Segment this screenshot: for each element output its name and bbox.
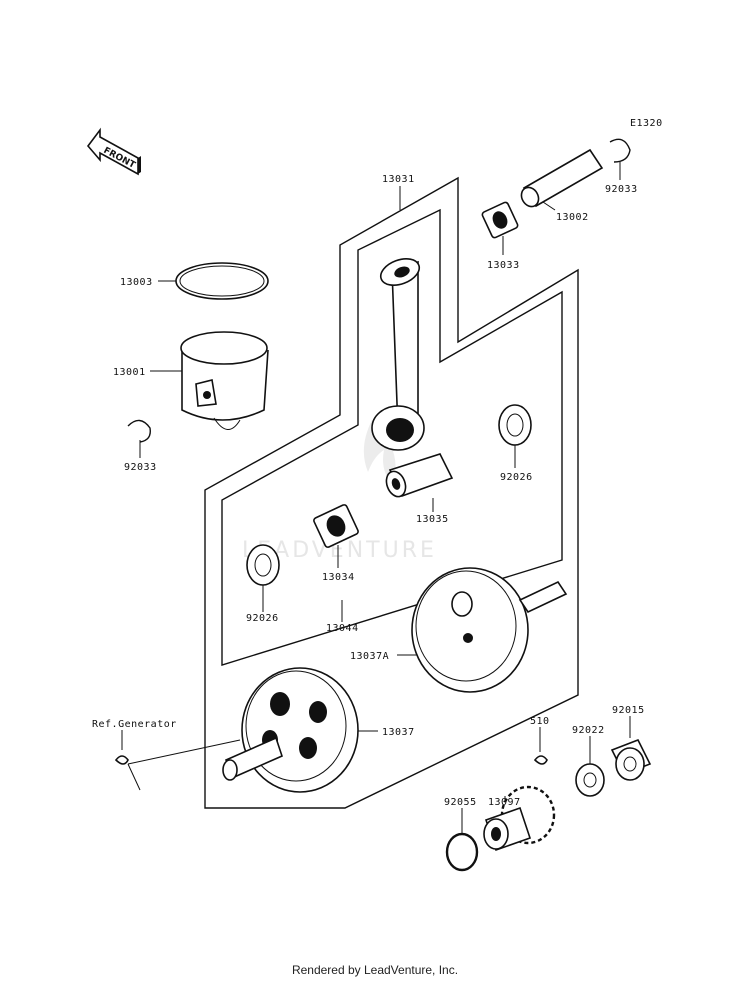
label-92022: 92022 bbox=[572, 725, 605, 736]
piston-13001 bbox=[180, 331, 269, 430]
label-ref-generator: Ref.Generator bbox=[92, 719, 177, 730]
label-13033: 13033 bbox=[487, 260, 520, 271]
gear-13097 bbox=[483, 785, 556, 852]
label-92033-left: 92033 bbox=[124, 462, 157, 473]
label-13044: 13044 bbox=[326, 623, 359, 634]
label-92026-right: 92026 bbox=[500, 472, 533, 483]
label-13037: 13037 bbox=[382, 727, 415, 738]
label-13003: 13003 bbox=[120, 277, 153, 288]
label-92033-right: 92033 bbox=[605, 184, 638, 195]
label-13035: 13035 bbox=[416, 514, 449, 525]
label-13037A: 13037A bbox=[350, 651, 389, 662]
label-13097: 13097 bbox=[488, 797, 521, 808]
circlip-92033-left bbox=[127, 419, 151, 443]
connecting-rod-13031 bbox=[371, 258, 425, 451]
label-13002: 13002 bbox=[556, 212, 589, 223]
o-ring-92055 bbox=[445, 832, 479, 872]
thrust-washer-92026-right bbox=[498, 404, 532, 446]
key-ref-generator bbox=[114, 755, 129, 765]
needle-bearing-13033 bbox=[481, 201, 519, 239]
label-13031: 13031 bbox=[382, 174, 415, 185]
label-92055: 92055 bbox=[444, 797, 477, 808]
collar-92022 bbox=[575, 763, 605, 797]
piston-ring-13003 bbox=[175, 262, 269, 300]
label-92026-left: 92026 bbox=[246, 613, 279, 624]
label-13001: 13001 bbox=[113, 367, 146, 378]
assembly-outline-13044 bbox=[221, 208, 563, 666]
label-13034: 13034 bbox=[322, 572, 355, 583]
key-510 bbox=[533, 755, 548, 765]
front-arrow-icon: FRONT bbox=[86, 127, 141, 176]
nut-92015 bbox=[610, 738, 652, 781]
assembly-outline-13031 bbox=[204, 176, 579, 809]
thrust-washer-92026-left bbox=[246, 544, 280, 586]
crank-pin-13035 bbox=[385, 453, 454, 498]
circlip-92033-right bbox=[609, 138, 631, 163]
crankshaft-13037A bbox=[411, 567, 568, 693]
label-510: 510 bbox=[530, 716, 550, 727]
label-92015: 92015 bbox=[612, 705, 645, 716]
diagram-code: E1320 bbox=[630, 118, 663, 129]
piston-pin-13002 bbox=[520, 148, 604, 208]
crankshaft-13037 bbox=[222, 667, 359, 793]
footer-credit: Rendered by LeadVenture, Inc. bbox=[291, 963, 459, 977]
leader-lines bbox=[121, 162, 631, 835]
needle-bearing-13034 bbox=[313, 504, 359, 548]
